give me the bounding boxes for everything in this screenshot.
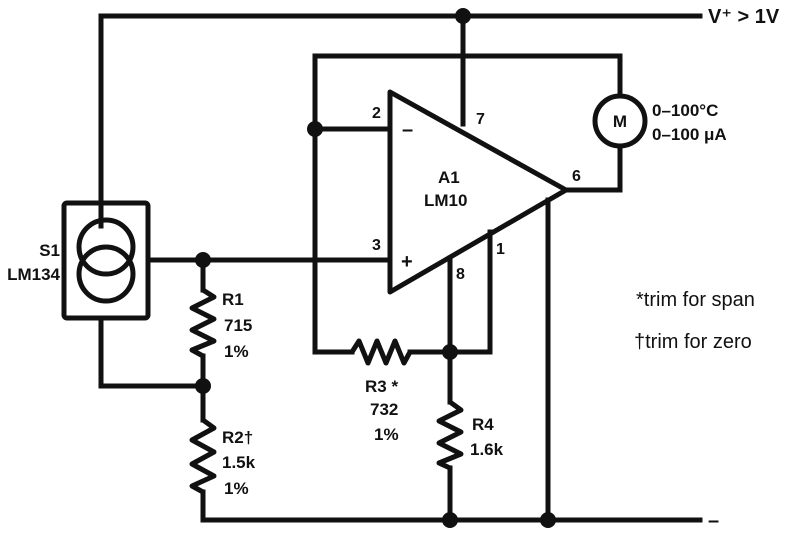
s1-circle-top [76,217,136,277]
s1-current-source [61,200,151,321]
labels: V⁺ > 1V – S1 LM134 A1 LM10 – + 2 3 7 6 8… [7,6,780,532]
meter-symbol: M [613,112,627,131]
wire-meter-bottom [563,144,623,193]
junctions [195,8,556,528]
s1-body [61,200,151,321]
opamp-noninverting-sign: + [401,251,413,273]
meter-circle [592,93,648,149]
opamp-inverting-sign: – [402,119,413,141]
pin-6-label: 6 [572,168,581,185]
r3-ref-label: R3 * [365,377,398,396]
r2-ref-label: R2† [222,428,253,447]
junction-pin2 [307,121,323,137]
junction-ground-opamp [540,512,556,528]
junction-pin3 [195,252,211,268]
wire-s1-bottom [98,317,206,389]
wires [98,13,703,523]
meter-range-temp: 0–100°C [652,101,718,120]
r3-zigzag [349,338,413,366]
pin-3-label: 3 [372,237,381,254]
junction-ground-r4 [442,512,458,528]
meter-range-current: 0–100 μA [652,125,727,144]
s1-ref-label: S1 [39,241,60,260]
opamp-part-label: LM10 [424,191,467,210]
r4-zigzag [436,399,464,471]
opamp-ref-label: A1 [438,168,460,187]
r2-zigzag [189,417,217,495]
resistors [189,287,464,495]
pin-8-label: 8 [456,266,465,283]
r3-tolerance-label: 1% [374,425,399,444]
note-trim-span: *trim for span [636,289,755,311]
r2-value-label: 1.5k [222,453,256,472]
meter-m [592,93,648,149]
junction-supply-pin7 [455,8,471,24]
r2-tolerance-label: 1% [224,479,249,498]
note-trim-zero: †trim for zero [634,331,752,353]
r3-value-label: 732 [370,400,398,419]
pin-1-label: 1 [496,241,505,258]
opamp-triangle [387,89,569,295]
pin-7-label: 7 [476,111,485,128]
r1-zigzag [189,287,217,359]
s1-part-label: LM134 [7,265,60,284]
s1-circle-bottom [76,244,136,304]
junction-r1-r2 [195,378,211,394]
r1-ref-label: R1 [222,290,244,309]
junction-r3-r4 [442,344,458,360]
r1-value-label: 715 [224,316,252,335]
negative-supply-label: – [708,510,719,532]
positive-supply-label: V⁺ > 1V [708,6,780,28]
r4-ref-label: R4 [472,415,494,434]
r4-value-label: 1.6k [470,440,504,459]
r1-tolerance-label: 1% [224,342,249,361]
opamp-a1 [387,89,569,295]
pin-2-label: 2 [372,105,381,122]
